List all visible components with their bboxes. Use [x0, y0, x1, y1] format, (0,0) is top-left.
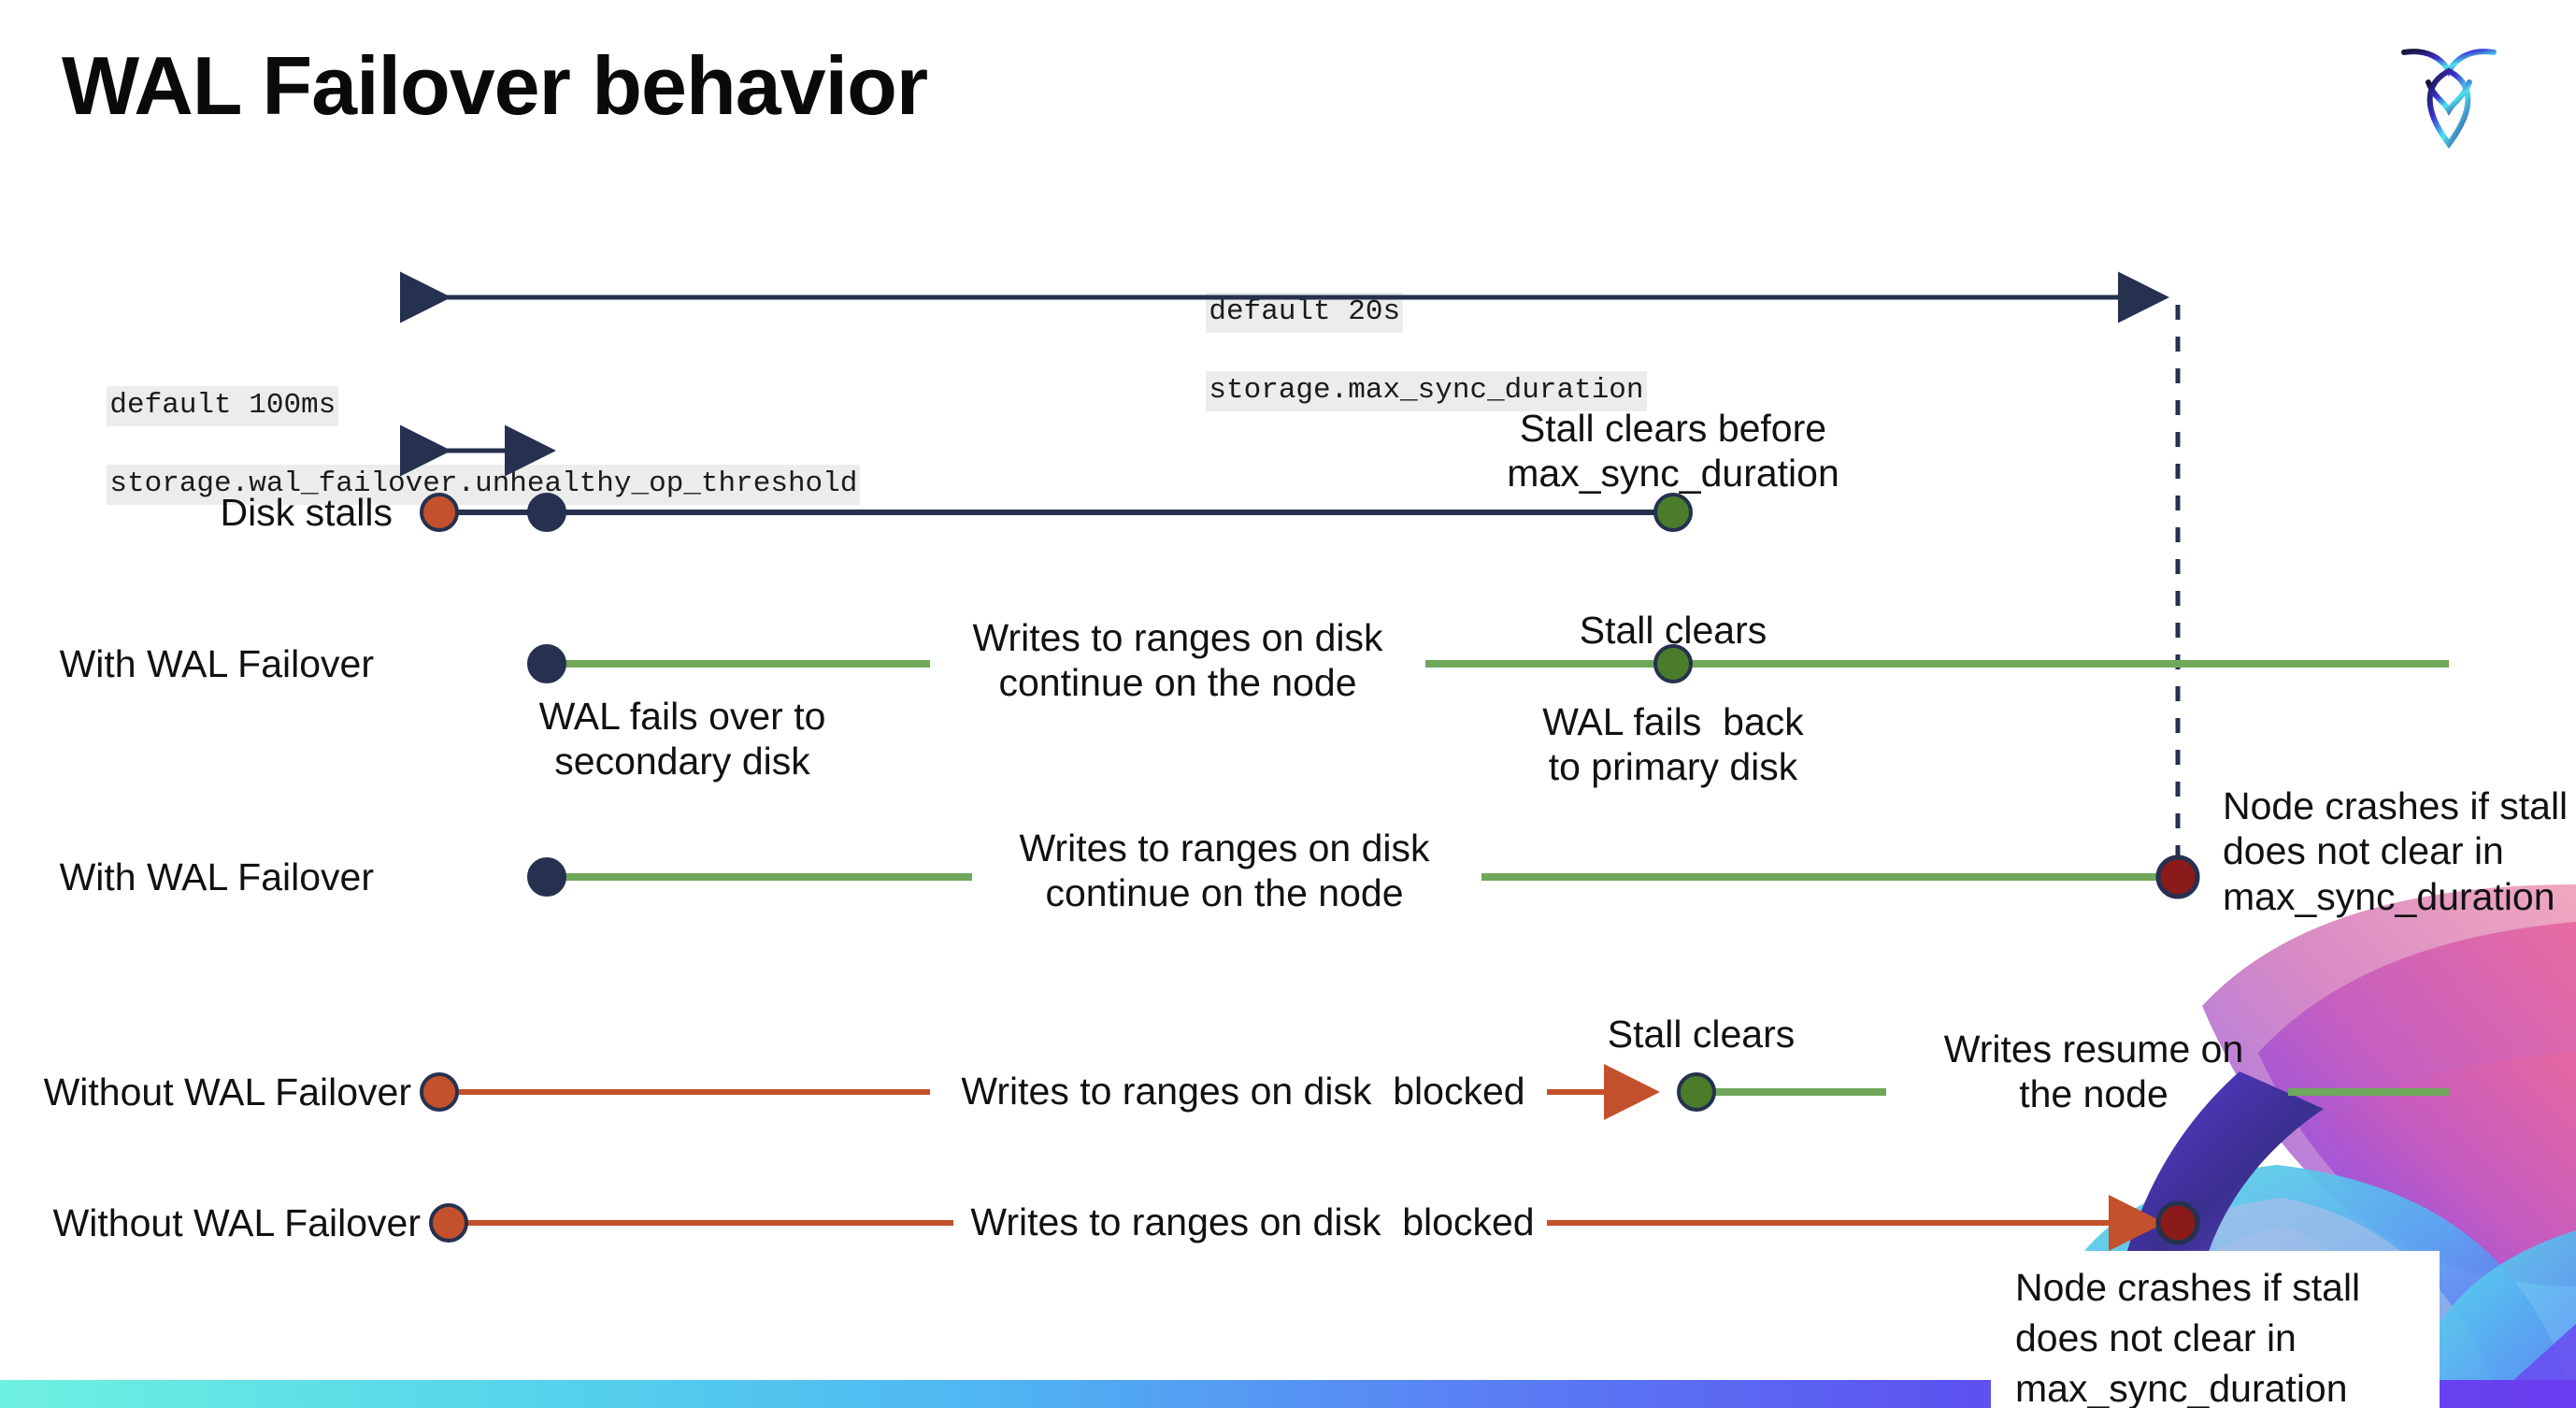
disk-stall-start-dot-2 — [420, 1072, 459, 1112]
row-with-wal-failover-2-graphics — [527, 855, 2200, 899]
row-label-with-wal-failover-1: With WAL Failover — [59, 642, 374, 685]
disk-stall-start-dot — [420, 493, 459, 532]
annotation-writes-continue-1: Writes to ranges on disk continue on the… — [972, 616, 1383, 705]
annotation-wal-fails-over: WAL fails over to secondary disk — [538, 695, 826, 783]
page-title: WAL Failover behavior — [62, 39, 928, 132]
wal-failover-start-dot — [527, 644, 566, 683]
disk-stall-start-dot-3 — [429, 1203, 468, 1243]
max-sync-name-label: storage.max_sync_duration — [1206, 370, 1647, 411]
disk-stall-clear-dot — [1653, 493, 1693, 532]
annotation-writes-continue-2: Writes to ranges on disk continue on the… — [1019, 826, 1430, 915]
annotation-writes-resume: Writes resume on the node — [1943, 1027, 2244, 1116]
annotation-stall-clears-before-max-sync: Stall clears before max_sync_duration — [1507, 407, 1839, 496]
annotation-node-crashes-1: Node crashes if stall does not clear in … — [2223, 784, 2569, 918]
stall-clears-dot-1 — [1653, 644, 1693, 683]
row-label-disk-stalls: Disk stalls — [220, 491, 393, 534]
cockroachdb-logo-icon — [2401, 49, 2497, 150]
annotation-stall-clears-2: Stall clears — [1607, 1013, 1796, 1056]
node-crash-dot-1 — [2155, 855, 2200, 899]
row-label-with-wal-failover-2: With WAL Failover — [59, 855, 374, 898]
row-without-wal-failover-1-graphics — [420, 1064, 2449, 1120]
row-label-without-wal-failover-2: Without WAL Failover — [52, 1201, 421, 1244]
wal-failover-trigger-dot — [527, 493, 566, 532]
unhealthy-name-label: storage.wal_failover.unhealthy_op_thresh… — [107, 464, 861, 505]
unhealthy-op-threshold-setting: default 100ms storage.wal_failover.unhea… — [37, 348, 861, 543]
wal-failover-start-dot-2 — [527, 857, 566, 897]
node-crash-callout-box: Node crashes if stall does not clear in … — [1991, 1251, 2440, 1408]
row-with-wal-failover-1-graphics — [527, 644, 2449, 683]
node-crash-dot-2 — [2155, 1200, 2200, 1245]
annotation-wal-fails-back: WAL fails back to primary disk — [1542, 700, 1804, 789]
row-disk-stalls-graphics — [420, 493, 1693, 532]
unhealthy-default-label: default 100ms — [107, 385, 339, 426]
row-label-without-wal-failover-1: Without WAL Failover — [43, 1070, 411, 1113]
annotation-stall-clears-1: Stall clears — [1579, 609, 1767, 652]
row-without-wal-failover-2-graphics — [429, 1195, 2200, 1251]
stall-clears-dot-2 — [1677, 1072, 1716, 1112]
annotation-node-crashes-2: Node crashes if stall does not clear in … — [2015, 1266, 2361, 1408]
annotation-writes-blocked-1: Writes to ranges on disk blocked — [961, 1070, 1525, 1113]
annotation-writes-blocked-2: Writes to ranges on disk blocked — [970, 1200, 1535, 1243]
